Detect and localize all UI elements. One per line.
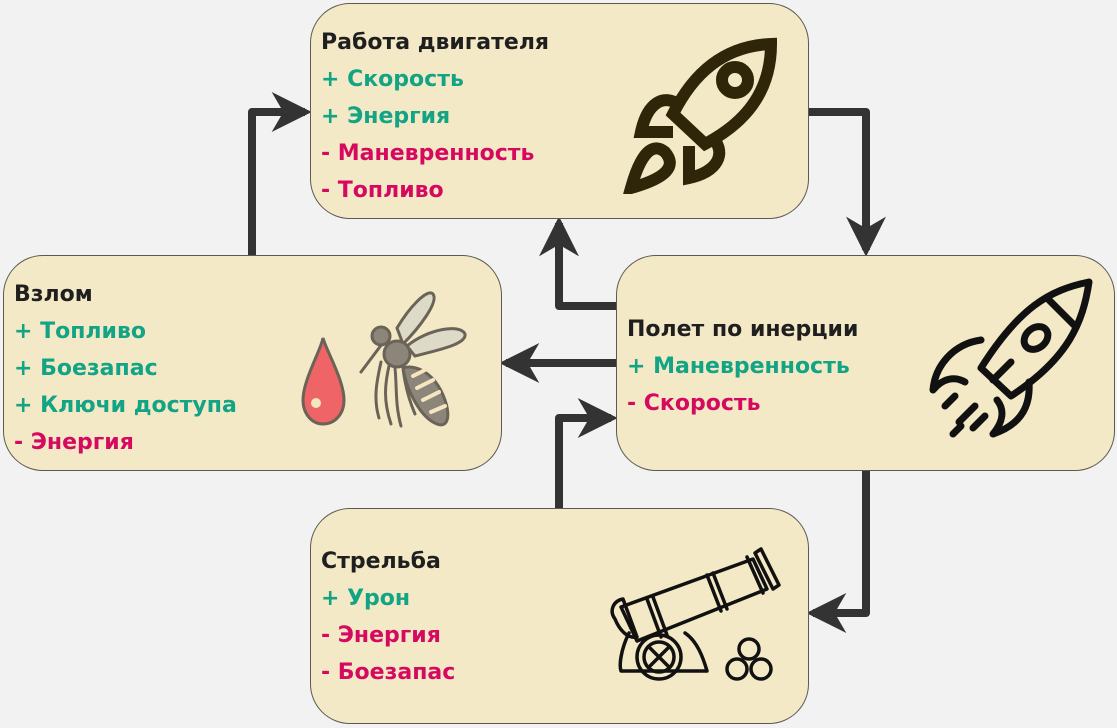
node-inertia: Полет по инерции + Маневренность - Скоро…: [616, 255, 1115, 471]
effect-positive: + Скорость: [321, 67, 464, 92]
effect-negative: - Энергия: [321, 623, 441, 648]
effect-positive: + Маневренность: [627, 354, 850, 379]
arrow-engine-to-inertia: [808, 108, 886, 257]
arrow-inertia-to-engine: [539, 216, 616, 310]
mosquito-blood-drop-icon: [301, 291, 467, 428]
effect-positive: + Боезапас: [14, 356, 158, 381]
node-title: Стрельба: [321, 549, 441, 574]
arrow-hack-to-engine: [248, 92, 312, 255]
node-engine: Работа двигателя + Скорость + Энергия - …: [310, 3, 809, 219]
effect-negative: - Энергия: [14, 430, 134, 455]
effect-negative: - Боезапас: [321, 660, 456, 685]
effect-negative: - Маневренность: [321, 141, 535, 166]
cannon-icon: [610, 547, 781, 681]
node-title: Полет по инерции: [627, 317, 859, 342]
arrow-inertia-to-shoot: [806, 471, 870, 633]
node-title: Работа двигателя: [321, 30, 550, 55]
effect-negative: - Скорость: [627, 391, 761, 416]
effect-negative: - Топливо: [321, 178, 444, 203]
rocket-launch-icon: [929, 278, 1093, 438]
arrow-shoot-to-inertia: [555, 398, 618, 508]
rocket-icon: [623, 37, 778, 194]
effect-positive: + Урон: [321, 586, 411, 611]
effect-positive: + Ключи доступа: [14, 393, 237, 418]
node-hack: Взлом + Топливо + Боезапас + Ключи досту…: [3, 255, 502, 471]
node-shoot: Стрельба + Урон - Энергия - Боезапас: [310, 508, 809, 724]
effect-positive: + Энергия: [321, 104, 451, 129]
effect-positive: + Топливо: [14, 319, 146, 344]
blood-drop-icon: [301, 337, 346, 426]
node-title: Взлом: [14, 282, 93, 307]
